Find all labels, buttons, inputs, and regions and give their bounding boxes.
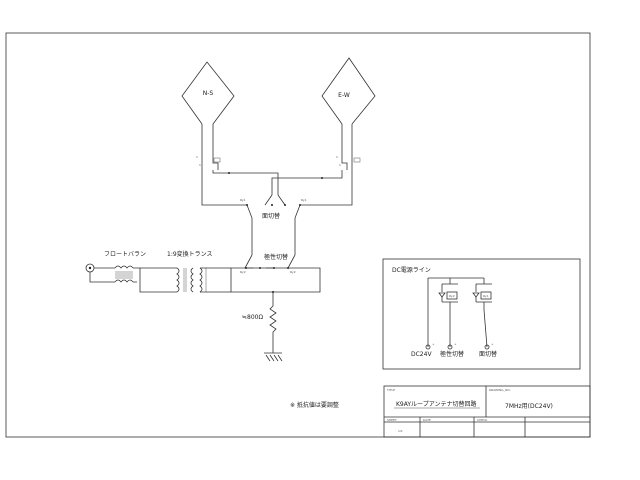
termination-resistor: ≒800Ω (242, 291, 277, 353)
svg-text:Ry1: Ry1 (483, 294, 489, 298)
float-balun (114, 265, 134, 283)
drawing-frame (5, 32, 591, 438)
float-balun-label: フロートバラン (104, 251, 146, 258)
feed-network: フロートバラン 1:9変換トランス (85, 250, 231, 293)
polarity-switch-relay: 極性切替 Ry2 Ry2 (230, 253, 321, 293)
ew-antenna-label: E-W (338, 92, 350, 99)
drawing-no-caption: DRAWING_NO. (489, 388, 511, 392)
svg-text:+: + (491, 342, 494, 346)
face-switch-label: 面切替 (262, 212, 280, 220)
face-switch-relay: Ry1 Ry1 面切替 (240, 194, 307, 255)
resistor-label: ≒800Ω (242, 314, 263, 321)
dc-box-title: DC電源ライン (392, 266, 431, 274)
date-caption: DATE (423, 418, 431, 422)
sheet-value: 1/1 (398, 429, 403, 433)
ns-antenna: N-S 1 1 (181, 61, 279, 206)
sheet-caption: SHEET (387, 418, 397, 422)
svg-text:Ry1: Ry1 (301, 198, 307, 202)
svg-text:Ry1: Ry1 (240, 198, 246, 202)
svg-text:Ry2: Ry2 (240, 270, 246, 274)
drawing-no: 7MHz用(DC24V) (505, 403, 553, 410)
transformer (176, 267, 207, 293)
svg-text:Ry2: Ry2 (290, 270, 296, 274)
svg-text:1: 1 (339, 163, 341, 167)
svg-text:1: 1 (199, 163, 201, 167)
ew-antenna: E-W 1 1 (271, 57, 376, 206)
title-block: TITLE K9AYループアンテナ切替回路 DRAWING_NO. 7MHz用(… (383, 385, 591, 438)
adjust-note: ※ 抵抗値は要調整 (290, 401, 339, 409)
svg-text:Ry2: Ry2 (449, 294, 455, 298)
ns-antenna-label: N-S (203, 90, 214, 97)
drawing-title: K9AYループアンテナ切替回路 (396, 400, 476, 408)
dc24v-label: DC24V (411, 351, 432, 358)
dc-face-label: 面切替 (479, 350, 497, 358)
transformer-label: 1:9変換トランス (167, 250, 213, 258)
svg-text:+: + (432, 342, 435, 346)
dc-power-box: DC電源ライン Ry2 Ry1 + + + DC24V 極性切替 面切替 (382, 258, 581, 370)
svg-text:+: + (454, 342, 457, 346)
dc-polarity-label: 極性切替 (440, 350, 464, 358)
ground-symbol (264, 352, 283, 362)
title-caption: TITLE (386, 388, 395, 392)
polarity-switch-label: 極性切替 (264, 253, 288, 261)
check-caption: CHECK (477, 418, 488, 422)
svg-text:1: 1 (336, 155, 338, 159)
svg-text:1: 1 (196, 155, 198, 159)
